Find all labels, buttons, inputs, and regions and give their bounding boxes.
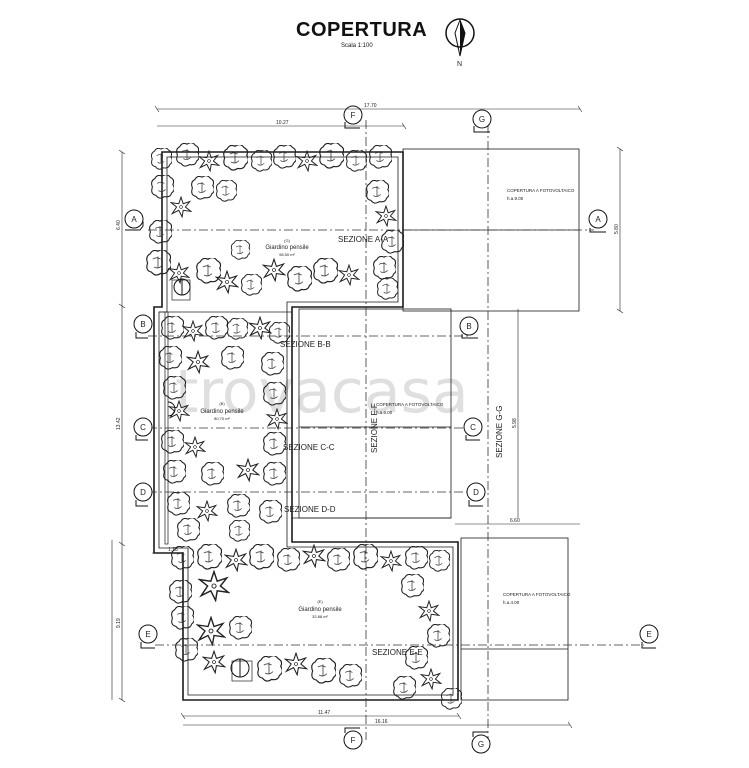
watermark: trovacasa (175, 357, 469, 427)
dim-top-total: 17.70 (364, 103, 377, 109)
section-marker-a-right (588, 209, 608, 233)
dim-left-mid: 13.42 (116, 417, 122, 430)
section-marker-d-left (133, 482, 153, 507)
north-arrow-icon: N (445, 18, 475, 68)
marker-d-left: D (140, 488, 146, 497)
garden-3-name: Giardino pensile (298, 607, 342, 613)
label-section-a: SEZIONE A-A (338, 235, 389, 244)
north-label: N (457, 61, 462, 68)
pv-3-name: COPERTURA A FOTOVOLTAICO (503, 592, 571, 597)
section-marker-e-right (639, 624, 659, 649)
marker-a-right: A (595, 215, 601, 224)
garden-3-area: 32.88 m² (312, 614, 328, 619)
garden-labels: (G) Giardino pensile 98.50 m² (B) Giardi… (200, 238, 342, 619)
marker-f-bottom: F (351, 736, 356, 745)
pv-1-height: h.a.9.00 (507, 196, 524, 201)
dim-bottom-total: 16.16 (375, 719, 388, 725)
pv-labels: COPERTURA A FOTOVOLTAICO h.a.9.00 COPERT… (376, 188, 575, 605)
page-title: COPERTURA (296, 19, 428, 41)
label-section-b: SEZIONE B-B (280, 340, 331, 349)
dim-step-mid: 6.60 (510, 518, 520, 524)
dimension-lines (111, 105, 624, 729)
garden-3-code: (E) (317, 599, 323, 604)
garden-1-name: Giardino pensile (265, 245, 309, 251)
section-lines (148, 120, 644, 740)
pv-1-name: COPERTURA A FOTOVOLTAICO (507, 188, 575, 193)
section-marker-f-top (343, 105, 363, 129)
dim-left-top: 6.40 (116, 220, 122, 230)
section-markers (124, 105, 659, 754)
dim-left-bottom: 9.19 (116, 618, 122, 628)
section-marker-e-left (138, 624, 158, 649)
garden-2-area: 80.70 m² (214, 416, 230, 421)
marker-g-bottom: G (478, 740, 484, 749)
marker-a-left: A (131, 215, 137, 224)
garden-1-code: (G) (284, 238, 290, 243)
section-labels: SEZIONE A-A SEZIONE B-B SEZIONE C-C SEZI… (280, 235, 504, 657)
pv-2-height: h.a.6.00 (376, 410, 393, 415)
section-marker-f-bottom (343, 727, 363, 750)
section-marker-b-right (459, 316, 479, 339)
vent-symbols (167, 278, 250, 678)
marker-f-top: F (351, 111, 356, 120)
label-section-f: SEZIONE F-F (370, 403, 379, 453)
label-section-g: SEZIONE G-G (495, 406, 504, 458)
section-marker-d-right (466, 482, 486, 507)
section-marker-c-right (463, 417, 483, 441)
dim-right-mid: 5.98 (512, 418, 518, 428)
scale-label: Scala 1:100 (341, 43, 373, 49)
section-marker-g-bottom (471, 731, 491, 754)
pv-2-name: COPERTURA A FOTOVOLTAICO (376, 402, 444, 407)
dim-right-top: 5.80 (614, 224, 620, 234)
section-marker-a-left (124, 209, 144, 231)
garden-2-code: (B) (219, 401, 225, 406)
pv-3-height: h.a.4.00 (503, 600, 520, 605)
marker-d-right: D (473, 488, 479, 497)
section-marker-g-top (472, 109, 492, 133)
interior-lines (159, 229, 579, 682)
section-marker-letters: A A B B C C D D E E F F G G (131, 111, 651, 749)
dim-bottom-partial: 11.47 (318, 710, 330, 716)
marker-e-right: E (646, 630, 651, 639)
marker-b-right: B (466, 322, 471, 331)
label-section-c: SEZIONE C-C (283, 443, 335, 452)
section-marker-b-left (133, 314, 153, 339)
dim-step-small: 1.73 (168, 547, 178, 553)
label-section-d: SEZIONE D-D (284, 505, 336, 514)
marker-g-top: G (479, 115, 485, 124)
garden-2-name: Giardino pensile (200, 409, 244, 415)
garden-1-area: 98.50 m² (279, 252, 295, 257)
marker-b-left: B (140, 320, 145, 329)
marker-c-left: C (140, 423, 146, 432)
marker-c-right: C (470, 423, 476, 432)
section-marker-c-left (133, 417, 153, 441)
marker-e-left: E (145, 630, 150, 639)
label-section-e: SEZIONE E-E (372, 648, 423, 657)
dim-top-partial: 10.27 (276, 120, 289, 126)
dimension-values: 17.70 10.27 11.47 16.16 6.60 1.73 6.40 1… (116, 103, 620, 725)
